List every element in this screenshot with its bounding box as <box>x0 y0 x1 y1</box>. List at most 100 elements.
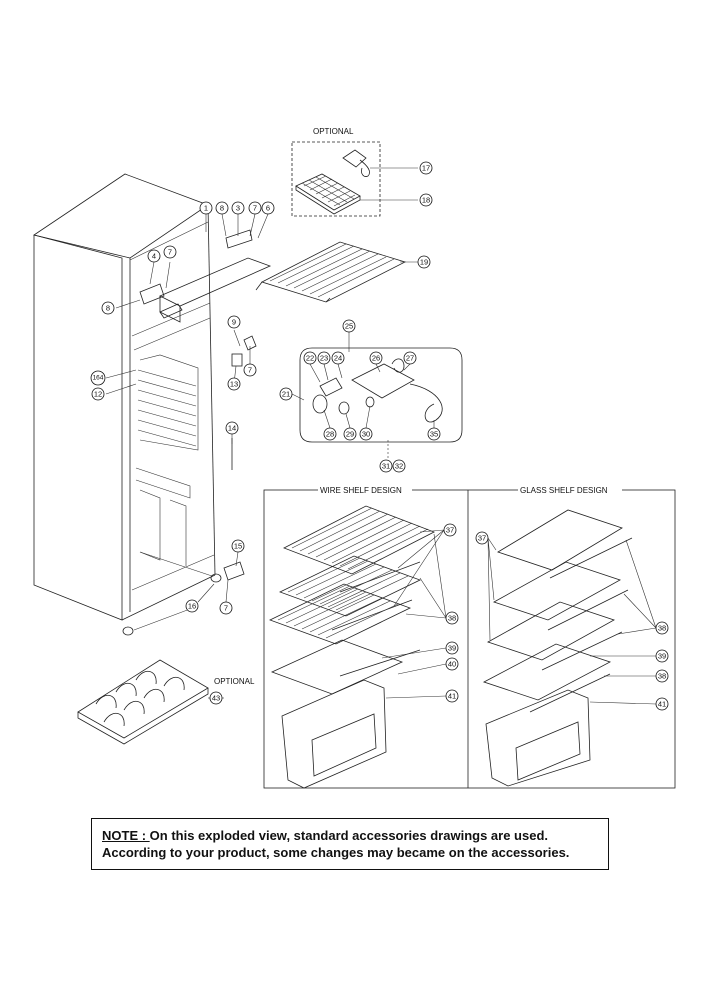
svg-text:40: 40 <box>448 660 456 669</box>
svg-text:15: 15 <box>234 542 242 551</box>
note-prefix: NOTE : <box>102 828 150 843</box>
svg-text:12: 12 <box>94 390 102 399</box>
svg-text:6: 6 <box>266 204 270 213</box>
callout-40: 40 <box>445 657 459 671</box>
wire-panel-glass-shelf <box>270 639 421 695</box>
callout-9: 9 <box>227 315 241 329</box>
svg-text:26: 26 <box>372 354 380 363</box>
svg-text:38: 38 <box>658 624 666 633</box>
svg-text:30: 30 <box>362 430 370 439</box>
wire-shelf-design-label: WIRE SHELF DESIGN <box>320 486 402 495</box>
wire-shelves <box>268 505 435 645</box>
freezer-wire-shelf <box>255 241 407 303</box>
svg-text:23: 23 <box>320 354 328 363</box>
callout-38-wire: 38 <box>445 611 459 625</box>
callout-12: 12 <box>91 387 105 401</box>
callout-25: 25 <box>342 319 356 333</box>
note-box: NOTE : On this exploded view, standard a… <box>91 818 609 870</box>
svg-text:164: 164 <box>93 375 104 382</box>
svg-text:21: 21 <box>282 390 290 399</box>
svg-text:9: 9 <box>232 318 236 327</box>
svg-text:38: 38 <box>658 672 666 681</box>
optional-label-top: OPTIONAL <box>313 127 354 136</box>
svg-text:29: 29 <box>346 430 354 439</box>
callout-39-glass: 39 <box>655 649 669 663</box>
callout-1: 1 <box>199 201 213 215</box>
callout-14: 14 <box>225 421 239 435</box>
callout-7-mid: 7 <box>243 363 257 377</box>
callout-30: 30 <box>359 427 373 441</box>
callout-28: 28 <box>323 427 337 441</box>
bottom-hinge-part <box>223 561 245 581</box>
callout-7-bottom: 7 <box>219 601 233 615</box>
optional-accessories-box <box>291 141 381 217</box>
callout-4: 4 <box>147 249 161 263</box>
callout-39-wire: 39 <box>445 641 459 655</box>
svg-text:31: 31 <box>382 462 390 471</box>
callout-31: 31 <box>379 459 393 473</box>
callout-7-left: 7 <box>163 245 177 259</box>
svg-text:7: 7 <box>253 204 257 213</box>
svg-text:39: 39 <box>658 652 666 661</box>
top-hinge-part <box>139 229 253 319</box>
wire-panel-drawer <box>281 679 387 789</box>
callout-24: 24 <box>331 351 345 365</box>
svg-text:27: 27 <box>406 354 414 363</box>
glass-shelf-design-label: GLASS SHELF DESIGN <box>520 486 608 495</box>
callout-37-glass: 37 <box>475 531 489 545</box>
callout-37-wire: 37 <box>443 523 457 537</box>
svg-text:25: 25 <box>345 322 353 331</box>
svg-text:16: 16 <box>188 602 196 611</box>
ice-scoop-part <box>342 149 370 177</box>
svg-text:7: 7 <box>248 366 252 375</box>
svg-text:39: 39 <box>448 644 456 653</box>
callout-26: 26 <box>369 351 383 365</box>
svg-text:8: 8 <box>106 304 110 313</box>
callout-7-top: 7 <box>248 201 262 215</box>
callout-41-wire: 41 <box>445 689 459 703</box>
svg-text:3: 3 <box>236 204 240 213</box>
refrigerator-cabinet <box>33 173 272 636</box>
callout-16: 16 <box>185 599 199 613</box>
svg-text:38: 38 <box>448 614 456 623</box>
callout-43: 43 <box>209 691 223 705</box>
callout-17: 17 <box>419 161 433 175</box>
callout-38-glass-bottom: 38 <box>655 669 669 683</box>
callout-27: 27 <box>403 351 417 365</box>
svg-text:4: 4 <box>152 252 156 261</box>
control-box-part <box>312 330 443 462</box>
svg-text:22: 22 <box>306 354 314 363</box>
svg-text:43: 43 <box>212 694 220 703</box>
svg-text:37: 37 <box>446 526 454 535</box>
callout-32: 32 <box>392 459 406 473</box>
callout-19: 19 <box>417 255 431 269</box>
svg-text:19: 19 <box>420 258 428 267</box>
callout-21: 21 <box>279 387 293 401</box>
svg-text:41: 41 <box>448 692 456 701</box>
callout-13: 13 <box>227 377 241 391</box>
note-line-1-text: On this exploded view, standard accessor… <box>149 828 548 843</box>
glass-panel-drawer <box>485 689 591 787</box>
callout-29: 29 <box>343 427 357 441</box>
svg-text:28: 28 <box>326 430 334 439</box>
leader-lines <box>105 213 657 705</box>
svg-text:37: 37 <box>478 534 486 543</box>
svg-text:18: 18 <box>422 196 430 205</box>
wine-rack-part <box>77 659 209 745</box>
svg-text:35: 35 <box>430 430 438 439</box>
note-line-2: According to your product, some changes … <box>102 845 570 860</box>
svg-text:14: 14 <box>228 424 236 433</box>
svg-text:7: 7 <box>224 604 228 613</box>
callout-3: 3 <box>231 201 245 215</box>
callout-15: 15 <box>231 539 245 553</box>
optional-label-bottom: OPTIONAL <box>214 677 255 686</box>
svg-text:7: 7 <box>168 248 172 257</box>
glass-shelves <box>482 509 633 713</box>
callout-18: 18 <box>419 193 433 207</box>
control-box-frame <box>299 347 463 443</box>
callout-164: 164 <box>90 370 106 386</box>
callout-8-top: 8 <box>215 201 229 215</box>
svg-text:24: 24 <box>334 354 342 363</box>
svg-text:32: 32 <box>395 462 403 471</box>
